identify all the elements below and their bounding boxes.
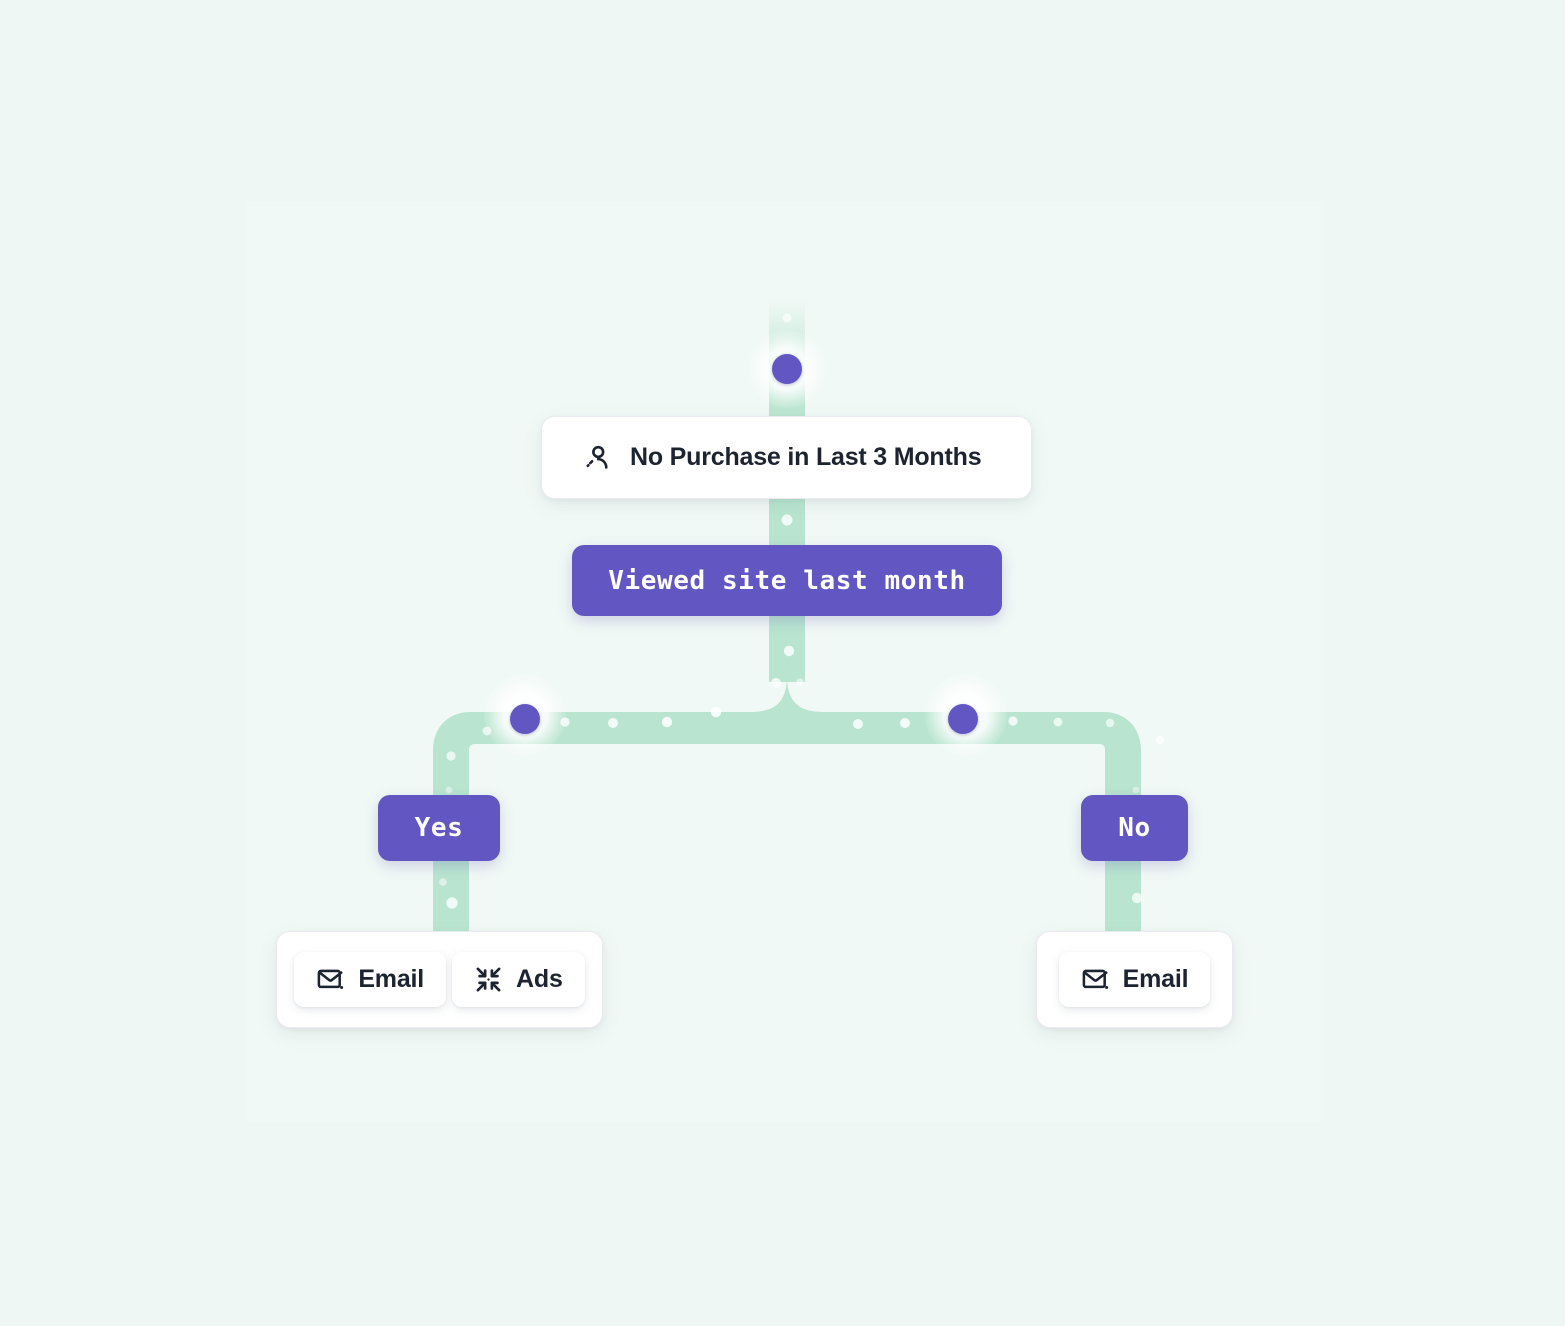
yes-connector-node[interactable] (510, 704, 540, 734)
no-actions-card: Email (1036, 931, 1233, 1028)
branch-no-label: No (1118, 813, 1151, 843)
branch-yes-node[interactable]: Yes (378, 795, 500, 861)
action-chip-email-no[interactable]: Email (1058, 952, 1211, 1007)
branch-no-node[interactable]: No (1081, 795, 1188, 861)
trigger-card[interactable]: No Purchase in Last 3 Months (541, 416, 1032, 499)
pipe-branch-right (787, 676, 1141, 938)
envelope-icon (316, 965, 345, 994)
action-chip-ads[interactable]: Ads (452, 952, 585, 1007)
branch-yes-label: Yes (414, 813, 464, 843)
envelope-icon (1081, 965, 1110, 994)
person-icon (582, 443, 612, 473)
action-chip-email[interactable]: Email (294, 952, 447, 1007)
yes-actions-card: Email Ads (276, 931, 603, 1028)
action-chip-email-label: Email (358, 965, 425, 993)
ads-collapse-icon (474, 965, 503, 994)
trigger-label: No Purchase in Last 3 Months (630, 443, 982, 471)
condition-label: Viewed site last month (608, 565, 966, 596)
no-connector-node[interactable] (948, 704, 978, 734)
entry-connector-node[interactable] (772, 354, 802, 384)
condition-node[interactable]: Viewed site last month (572, 545, 1002, 616)
pipe-particles (439, 313, 1165, 909)
action-chip-ads-label: Ads (516, 965, 563, 993)
action-chip-email-no-label: Email (1122, 965, 1189, 993)
